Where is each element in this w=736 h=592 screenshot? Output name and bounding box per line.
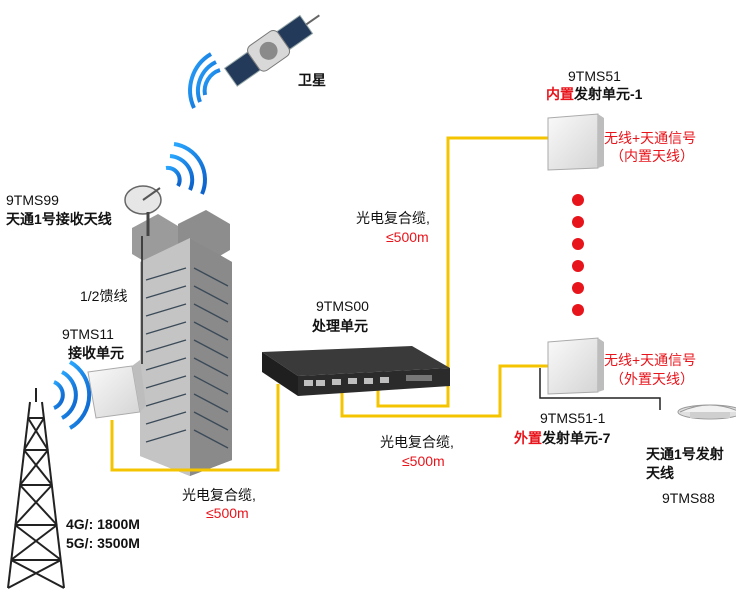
unit-00-code: 9TMS00 xyxy=(316,298,369,314)
ellipsis-dot xyxy=(572,238,584,250)
radio-tower-icon xyxy=(7,388,65,589)
unit-51-name-red: 内置 xyxy=(546,86,574,102)
tower-wireless-icon xyxy=(53,360,92,430)
ellipsis-dot xyxy=(572,282,584,294)
unit-51-name-rest: 发射单元-1 xyxy=(574,86,643,102)
transmit-antenna-icon xyxy=(677,404,736,420)
receiver-unit-box xyxy=(87,360,146,419)
ellipsis-dot xyxy=(572,216,584,228)
transmitter-unit-51-1-box xyxy=(547,337,604,395)
antenna-88-name-line1: 天通1号发射 xyxy=(646,446,724,462)
processing-unit-device xyxy=(262,346,450,396)
unit-51-1-signal-sub: （外置天线） xyxy=(610,371,694,387)
ellipsis-dot xyxy=(572,194,584,206)
cable-left-label: 光电复合缆, xyxy=(182,487,256,503)
unit-51-signal-sub: （内置天线） xyxy=(610,148,694,164)
dish-antenna-icon xyxy=(124,185,162,236)
ellipsis-dot xyxy=(572,260,584,272)
unit-51-1-signal: 无线+天通信号 xyxy=(604,352,697,368)
antenna-88-code: 9TMS88 xyxy=(662,490,715,506)
antenna-99-code: 9TMS99 xyxy=(6,192,59,208)
unit-51-1-name-red: 外置 xyxy=(514,430,542,446)
antenna-99-name: 天通1号接收天线 xyxy=(6,211,112,227)
unit-51-code: 9TMS51 xyxy=(568,68,621,84)
unit-00-name: 处理单元 xyxy=(312,318,368,334)
unit-51-name: 内置发射单元-1 xyxy=(546,86,642,103)
cable-top-label: 光电复合缆, xyxy=(356,210,430,226)
feeder-label: 1/2馈线 xyxy=(80,288,128,304)
band-4g-label: 4G/: 1800M xyxy=(66,516,140,532)
cable-left-length: ≤500m xyxy=(206,505,249,521)
unit-51-1-name: 外置发射单元-7 xyxy=(514,430,610,447)
optical-cable-lines xyxy=(110,136,548,472)
satellite-icon xyxy=(188,14,320,109)
transmitter-unit-51-box xyxy=(547,113,604,171)
cable-mid-label: 光电复合缆, xyxy=(380,434,454,450)
ellipsis-dot xyxy=(572,304,584,316)
satellite-label: 卫星 xyxy=(298,72,326,88)
unit-51-1-code: 9TMS51-1 xyxy=(540,410,606,426)
building-icon xyxy=(132,210,232,476)
antenna-88-line xyxy=(539,368,661,410)
cable-mid-length: ≤500m xyxy=(402,453,445,469)
antenna-88-name-line2: 天线 xyxy=(646,465,674,481)
unit-11-name: 接收单元 xyxy=(68,345,124,361)
unit-51-1-name-rest: 发射单元-7 xyxy=(542,430,611,446)
cable-top-length: ≤500m xyxy=(386,229,429,245)
band-5g-label: 5G/: 3500M xyxy=(66,535,140,551)
unit-51-signal: 无线+天通信号 xyxy=(604,130,697,146)
unit-11-code: 9TMS11 xyxy=(62,326,114,342)
dish-wireless-icon xyxy=(165,142,207,195)
